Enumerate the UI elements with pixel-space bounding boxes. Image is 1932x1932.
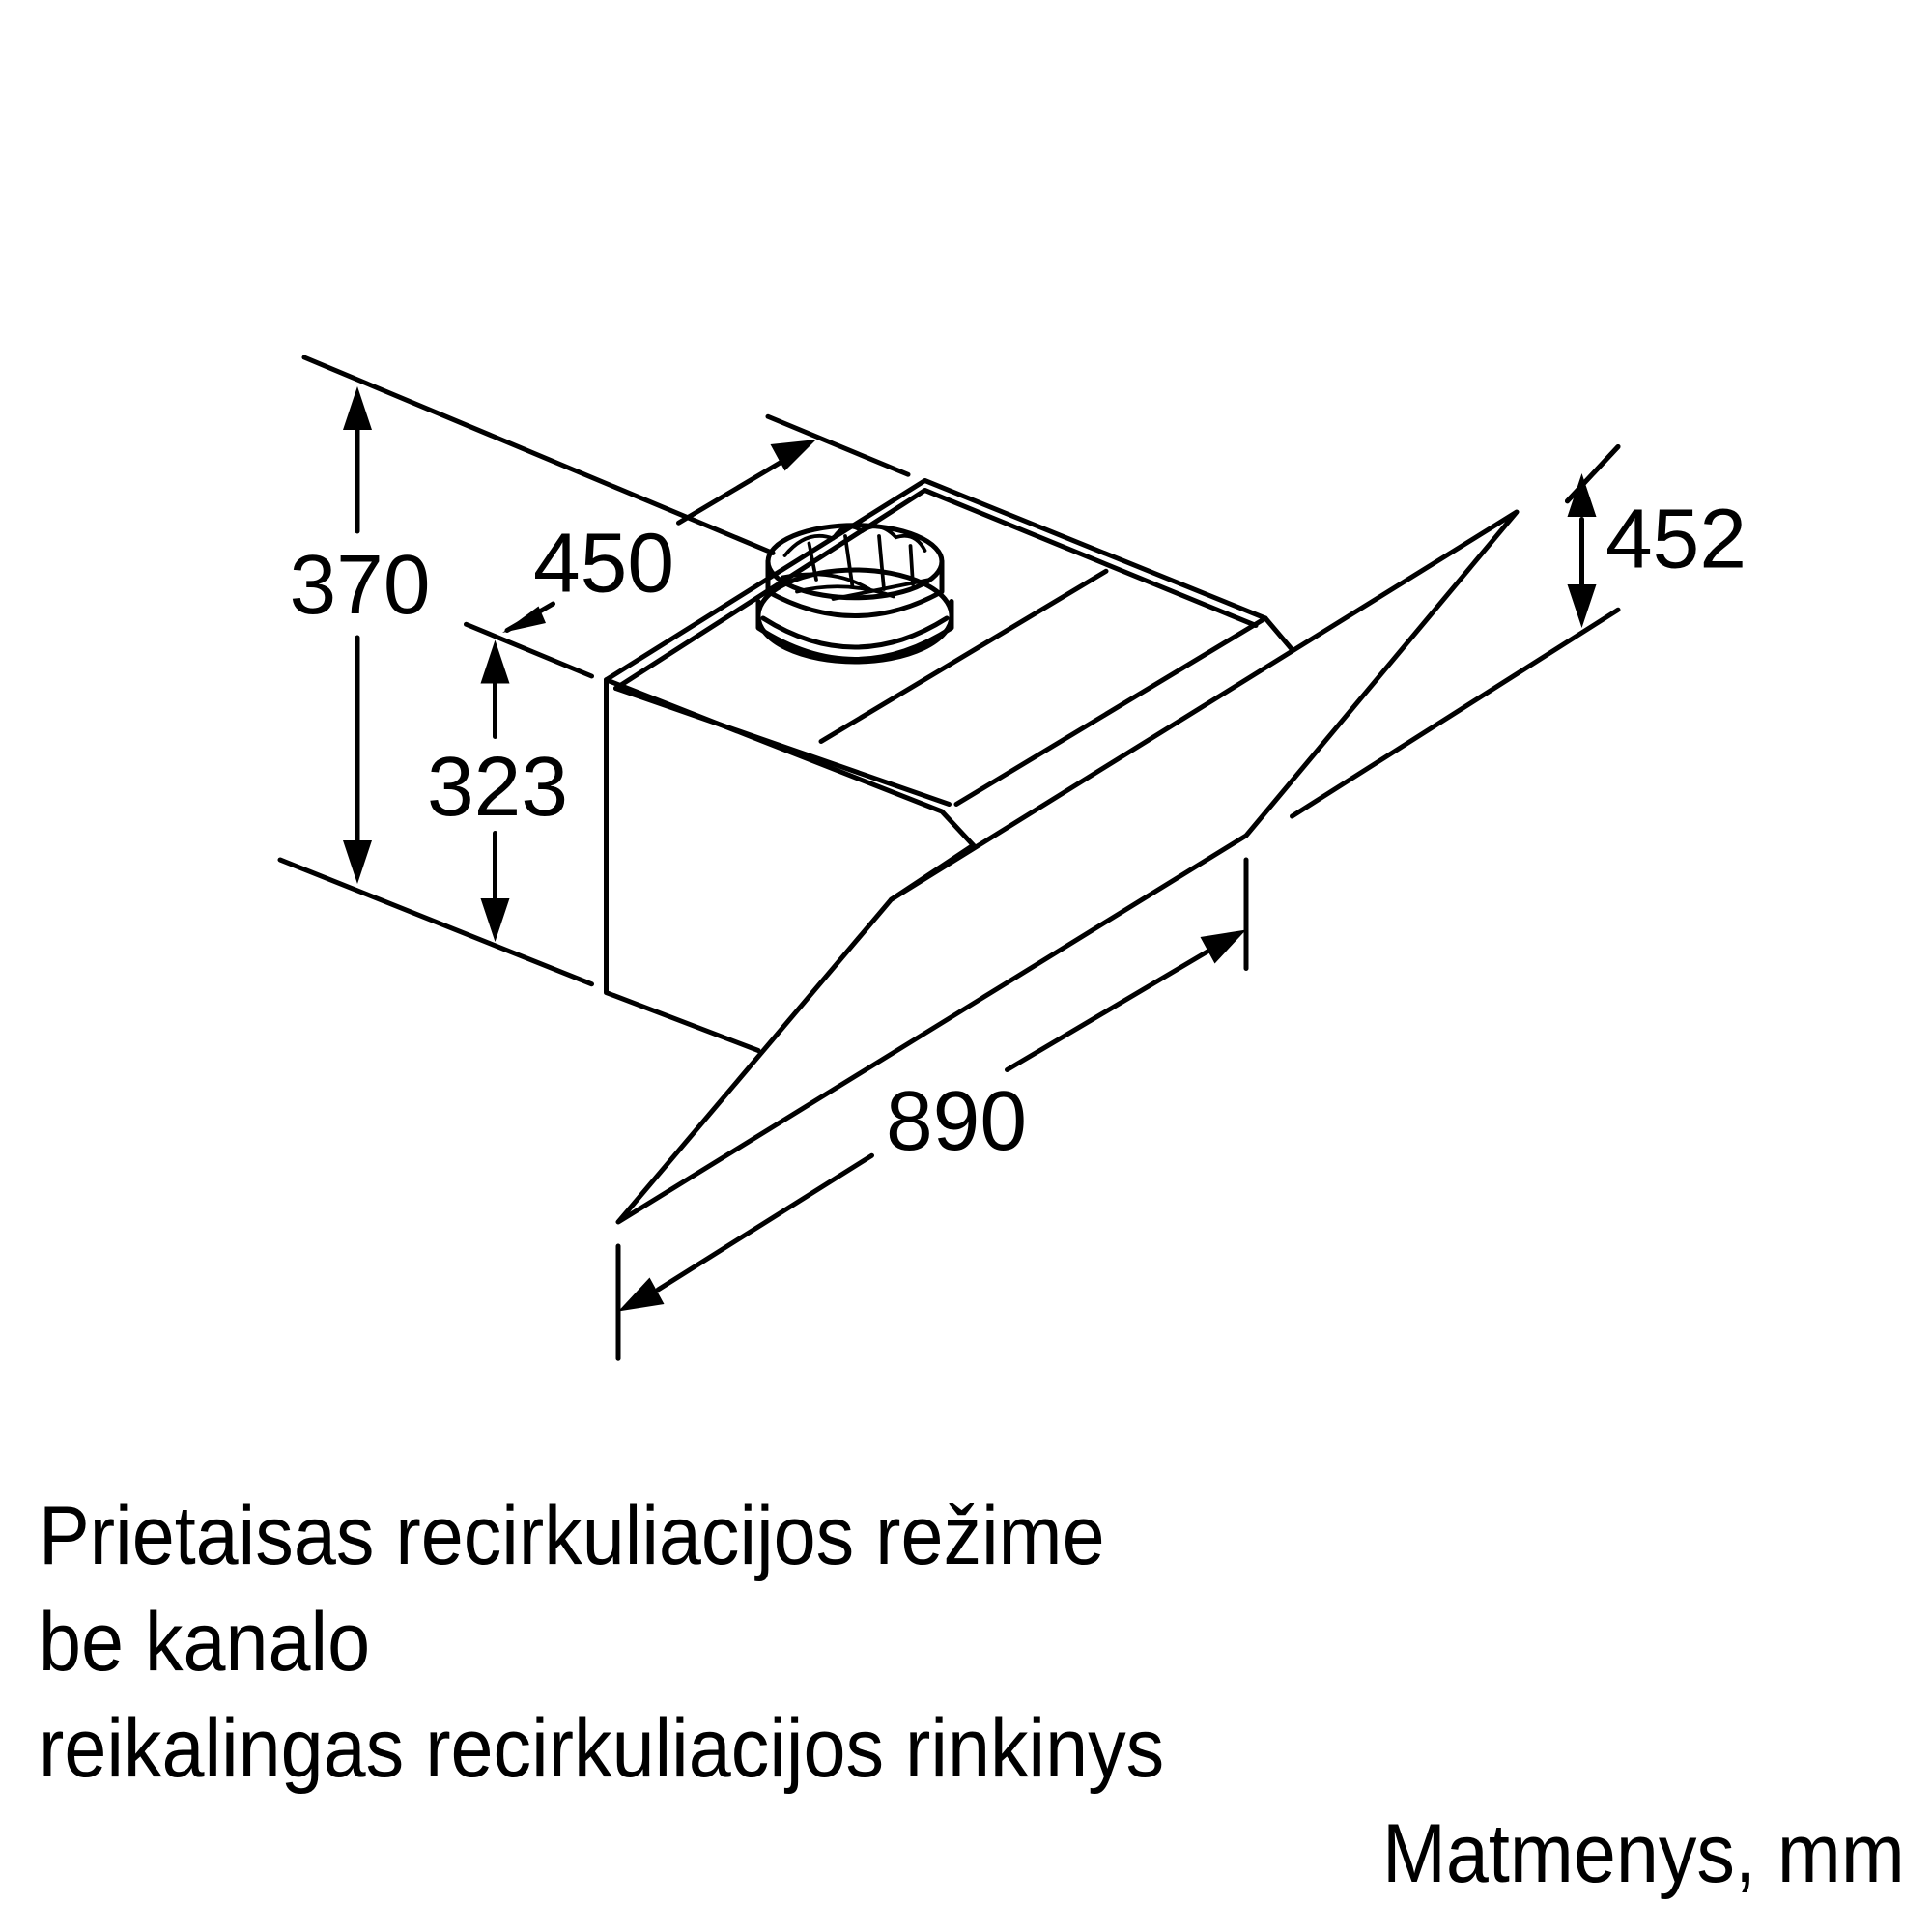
dimension-452: 452 <box>1567 473 1747 628</box>
extension-lines <box>277 355 1621 1361</box>
caption-line-2: be kanalo <box>39 1596 371 1689</box>
hood-body <box>604 478 1520 1225</box>
dimension-label-890: 890 <box>886 1073 1027 1168</box>
dimension-label-450: 450 <box>533 516 674 611</box>
caption-line-1: Prietaisas recirkuliacijos režime <box>39 1490 1105 1582</box>
units-label: Matmenys, mm <box>1382 1807 1905 1900</box>
dimension-370: 370 <box>290 386 431 884</box>
caption-block: Prietaisas recirkuliacijos režime be kan… <box>39 1483 1164 1802</box>
dimension-label-370: 370 <box>290 537 431 632</box>
dimension-323: 323 <box>427 639 568 942</box>
recirculation-filter-icon <box>755 523 954 665</box>
dimension-450: 450 <box>502 440 816 633</box>
dimension-label-323: 323 <box>427 739 568 834</box>
caption-line-3: reikalingas recirkuliacijos rinkinys <box>39 1702 1165 1795</box>
dimension-890: 890 <box>618 929 1246 1312</box>
dimension-label-452: 452 <box>1605 492 1747 586</box>
